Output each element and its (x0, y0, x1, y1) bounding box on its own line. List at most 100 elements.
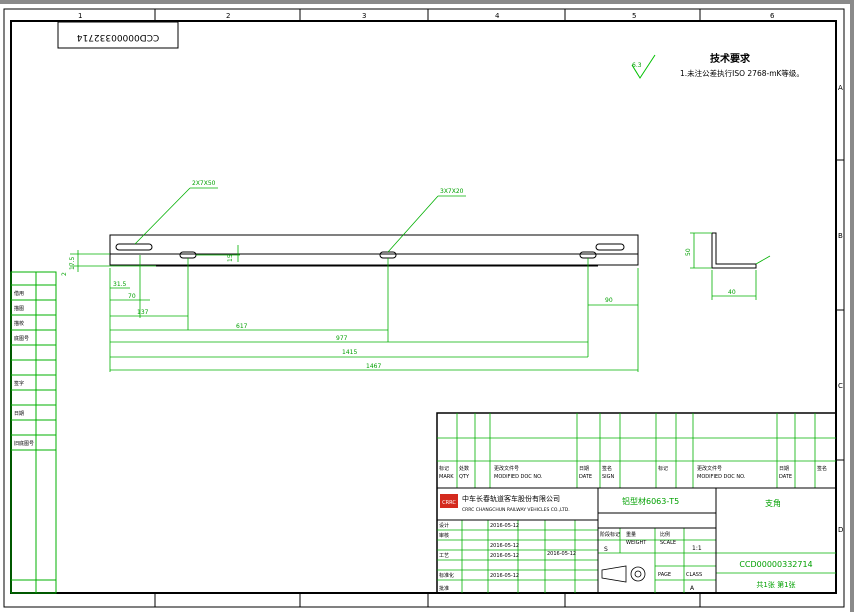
strip-label-1: 借用 (14, 290, 24, 297)
role-design: 设计 (439, 522, 449, 529)
dim-1467: 1467 (366, 363, 381, 370)
weight-label: 重量 (626, 531, 636, 538)
rev-en-doc: MODIFIED DOC NO. (494, 474, 543, 480)
rev-label-date: 日期 (579, 466, 589, 472)
rev-label-qty: 处数 (459, 465, 469, 472)
slot-hole-2 (179, 251, 197, 259)
dim-137: 137 (137, 309, 149, 316)
dim-left-h: 17.5 (69, 256, 76, 270)
dim-70: 70 (128, 293, 136, 300)
scale-label: 比例 (660, 531, 670, 538)
strip-label-3: 描校 (14, 320, 24, 327)
viewer-top-bar (0, 0, 854, 4)
code-bottom-text: CCD00000332714 (739, 560, 812, 569)
zone-col-3: 3 (362, 12, 366, 20)
rev2-en-doc: MODIFIED DOC NO. (697, 474, 746, 480)
slot-hole-4 (579, 251, 597, 259)
zone-col-2: 2 (226, 12, 230, 20)
strip-label-4: 底图号 (14, 335, 29, 342)
dim-315: 31.5 (113, 281, 127, 288)
zone-col-4: 4 (495, 12, 500, 20)
zone-row-b: B (838, 232, 843, 240)
sheet-label: 共1张 第1张 (756, 580, 795, 589)
roughness-symbol-icon (631, 54, 656, 79)
zone-col-1: 1 (78, 12, 82, 20)
part-name-text: 支角 (765, 498, 781, 508)
rev-en-mark: MARK (439, 474, 454, 480)
rev-en-sign: SIGN (602, 474, 615, 480)
roughness-value: 6.3 (632, 62, 642, 69)
page-label: PAGE (658, 572, 671, 578)
side-dimension-lines (690, 232, 771, 300)
viewer-right-bar (850, 0, 854, 612)
code-box-top (57, 21, 179, 49)
dim-977: 977 (336, 335, 348, 342)
code-top-text: CCD00000332714 (76, 32, 159, 42)
role-date-5: 2016-05-12 (547, 551, 576, 557)
slot-hole-1 (115, 243, 153, 251)
side-dim-h: 50 (685, 248, 692, 256)
dim-left-v: 2 (61, 272, 68, 276)
dim-right-90: 90 (605, 297, 613, 304)
rev2-label-date: 日期 (779, 466, 789, 472)
dimension-lines (70, 187, 639, 372)
strip-label-7: 旧底图号 (14, 440, 34, 447)
rev2-en-date: DATE (779, 474, 792, 480)
company-name-cn: 中车长春轨道客车股份有限公司 (462, 494, 560, 503)
weight-en: WEIGHT (626, 540, 647, 546)
role-standard: 标准化 (439, 572, 454, 579)
role-approve: 批准 (439, 585, 449, 592)
dim-1415: 1415 (342, 349, 357, 356)
role-process: 工艺 (439, 553, 449, 559)
zone-marks (154, 9, 844, 607)
rev-label-sign: 签名 (602, 465, 612, 472)
class-label: CLASS (686, 572, 702, 578)
inner-frame (10, 20, 837, 594)
class-value: A (690, 585, 695, 592)
company-name-en: CRRC CHANGCHUN RAILWAY VEHICLES CO.,LTD. (462, 507, 570, 513)
strip-label-2: 描图 (14, 305, 24, 312)
slot-hole-3 (379, 251, 397, 259)
company-logo-text: CRRC (442, 500, 456, 506)
slot-holes (115, 243, 625, 259)
zone-row-d: D (838, 526, 843, 534)
tech-note: 1.未注公差执行ISO 2768-mK等级。 (680, 68, 804, 78)
scale-value: 1:1 (692, 545, 702, 552)
zone-col-6: 6 (770, 12, 775, 20)
part-side-view (711, 232, 757, 269)
rev2-label-mark: 标记 (658, 465, 668, 472)
rev2-label-doc: 更改文件号 (697, 465, 722, 472)
stage-value: S (604, 546, 608, 553)
callout-hole-a: 2X7X50 (192, 180, 216, 187)
zone-row-a: A (838, 84, 843, 92)
role-review: 审核 (439, 532, 449, 539)
tech-title: 技术要求 (710, 52, 751, 65)
left-strip (10, 271, 57, 594)
rev-label-doc: 更改文件号 (494, 465, 519, 472)
strip-label-6: 日期 (14, 411, 24, 417)
dim-617: 617 (236, 323, 248, 330)
slot-hole-5 (595, 243, 625, 251)
rev2-label-sign: 签名 (817, 465, 827, 472)
outer-frame (3, 8, 845, 608)
role-date-2: 2016-05-12 (490, 543, 519, 549)
stage-label: 阶段标记 (600, 531, 620, 538)
material-text: 铝型材6063-T5 (622, 496, 679, 506)
zone-row-c: C (838, 382, 843, 390)
role-date-1: 2016-05-12 (490, 523, 519, 529)
dim-top-right: 15 (227, 254, 234, 262)
rev-en-qty: QTY (459, 474, 470, 480)
part-front-view (109, 234, 639, 267)
scale-en: SCALE (660, 540, 676, 546)
projection-symbol-icon (601, 565, 646, 583)
callout-hole-b: 3X7X20 (440, 188, 464, 195)
side-dim-w: 40 (728, 289, 736, 296)
company-logo-icon (440, 494, 458, 508)
zone-col-5: 5 (632, 12, 636, 20)
rev-en-date: DATE (579, 474, 592, 480)
title-block (436, 412, 837, 594)
role-date-3: 2016-05-12 (490, 553, 519, 559)
strip-label-5: 签字 (14, 380, 24, 387)
rev-label-mark: 标记 (439, 465, 449, 472)
